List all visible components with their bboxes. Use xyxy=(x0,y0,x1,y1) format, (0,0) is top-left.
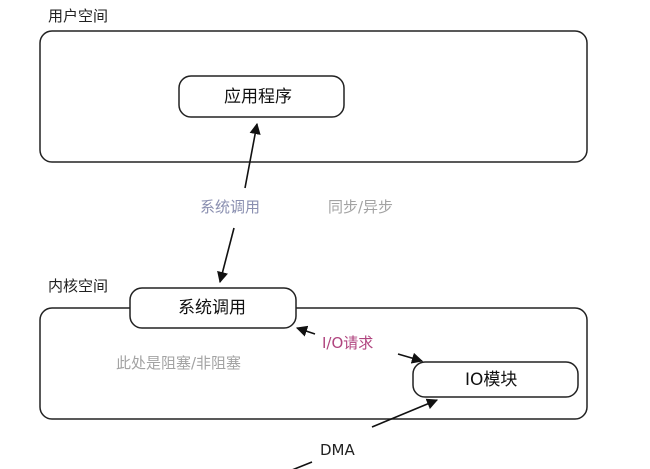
syscall-label: 系统调用 xyxy=(178,298,246,318)
syscall-box xyxy=(129,287,297,329)
io-request-arrow-right xyxy=(397,352,424,364)
io-request-arrow-left xyxy=(295,325,316,337)
kernel-space-container xyxy=(39,307,588,420)
kernel-space-label: 内核空间 xyxy=(48,277,109,295)
dma-arrow-upper xyxy=(371,398,439,428)
sync-async-annotation: 同步/异步 xyxy=(328,198,394,216)
syscall-edge-annotation: 系统调用 xyxy=(200,198,261,216)
syscall-arrow-lower xyxy=(217,227,235,284)
dma-annotation: DMA xyxy=(320,441,355,459)
io-request-annotation: I/O请求 xyxy=(322,334,374,352)
user-space-container xyxy=(39,30,588,163)
application-box xyxy=(178,75,345,118)
dma-arrow-lower xyxy=(292,461,313,469)
syscall-arrow-upper xyxy=(244,122,261,189)
application-label: 应用程序 xyxy=(224,87,292,107)
user-space-label: 用户空间 xyxy=(48,7,109,25)
io-module-label: IO模块 xyxy=(465,370,518,390)
blocking-annotation: 此处是阻塞/非阻塞 xyxy=(116,354,242,372)
io-module-box xyxy=(412,361,579,398)
